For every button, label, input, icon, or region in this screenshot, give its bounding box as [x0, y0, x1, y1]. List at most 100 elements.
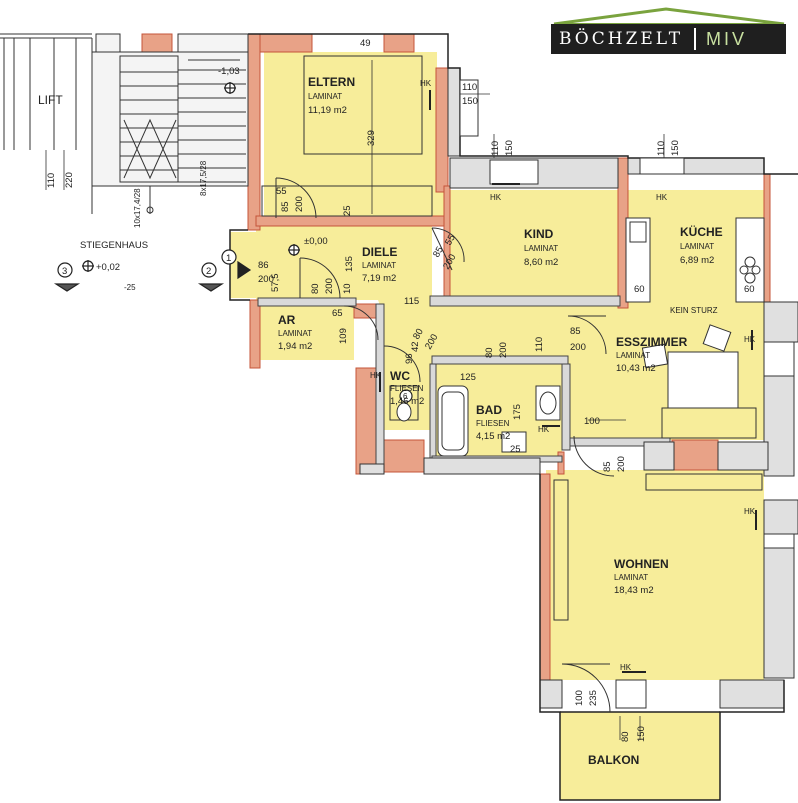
- room-area-kind: 8,60 m2: [524, 257, 558, 268]
- marker-circle-3: [57, 262, 73, 278]
- dim-label: 10: [342, 283, 353, 294]
- stairwell-label: STIEGENHAUS: [80, 240, 148, 251]
- dimension-labels: 49 110 150 329 110 150 110 150 110 220 5…: [46, 38, 755, 742]
- marker-6-label: 6: [403, 392, 408, 401]
- outline: [229, 33, 798, 801]
- room-floor-kueche: LAMINAT: [680, 242, 714, 251]
- room-area-eltern: 11,19 m2: [308, 105, 347, 116]
- dim-label: 85: [570, 326, 581, 337]
- hk-label-wc: HK: [370, 371, 382, 380]
- room-area-wohnen: 18,43 m2: [614, 585, 654, 596]
- floor-eltern: [264, 52, 448, 224]
- hk-label-esszimmer: HK: [744, 335, 756, 344]
- hk-label-bad: HK: [538, 425, 550, 434]
- dim-label: 125: [460, 372, 476, 383]
- dim-label: 55: [276, 186, 287, 197]
- floor-diele: [256, 226, 452, 316]
- marker-3-label: 3: [62, 266, 67, 277]
- hk-label-balkon: HK: [620, 663, 632, 672]
- dim-label: 110: [462, 82, 477, 93]
- dim-label: 110: [534, 337, 545, 352]
- lift-label: LIFT: [38, 93, 63, 107]
- room-floor-bad: FLIESEN: [476, 419, 510, 428]
- dim-label: 85: [602, 461, 613, 472]
- dim-label: 110: [490, 141, 501, 156]
- dim-label: 55: [443, 233, 458, 248]
- room-floor-kind: LAMINAT: [524, 244, 558, 253]
- room-name-eltern: ELTERN: [308, 75, 355, 89]
- room-name-kind: KIND: [524, 227, 554, 241]
- dim-label: 235: [588, 690, 599, 706]
- floor-wohnen: [546, 470, 764, 680]
- dim-label: 80: [411, 327, 426, 342]
- dim-label: 100: [584, 416, 600, 427]
- dim-label: 200: [324, 278, 335, 294]
- dimension-lines: [45, 60, 665, 740]
- radiators: [379, 90, 757, 673]
- elevation-diele: ±0,00: [304, 236, 328, 247]
- floor-kind: [448, 190, 620, 306]
- dim-label: 175: [512, 404, 523, 420]
- room-area-diele: 7,19 m2: [362, 273, 396, 284]
- marker-2-label: 2: [206, 266, 211, 277]
- marker-circle-1: [221, 249, 237, 265]
- room-name-ar: AR: [278, 313, 296, 327]
- dim-label: 150: [670, 140, 681, 156]
- room-floor-eltern: LAMINAT: [308, 92, 342, 101]
- markers: [53, 82, 413, 403]
- dim-label: 150: [636, 726, 647, 742]
- dim-label: 85: [280, 201, 291, 212]
- dim-label: 25: [342, 205, 353, 216]
- dim-label: 96: [404, 353, 415, 364]
- dim-label: 25: [510, 444, 521, 455]
- room-name-kueche: KÜCHE: [680, 224, 723, 239]
- room-name-wohnen: WOHNEN: [614, 557, 669, 571]
- room-labels: ELTERN LAMINAT 11,19 m2 KIND LAMINAT 8,6…: [278, 75, 723, 767]
- dim-label: 150: [462, 96, 478, 107]
- dim-label: 100: [574, 690, 585, 706]
- room-area-esszimmer: 10,43 m2: [616, 363, 656, 374]
- fixtures: [261, 55, 795, 709]
- room-name-esszimmer: ESSZIMMER: [616, 335, 688, 349]
- dim-label: 200: [498, 342, 509, 358]
- marker-circle-6: [399, 389, 413, 403]
- floor-diele-corridor: [430, 306, 570, 366]
- stair-spec-2: 10x17,4/28: [133, 188, 142, 228]
- hk-label-kind: HK: [490, 193, 502, 202]
- room-floor-diele: LAMINAT: [362, 261, 396, 270]
- dim-label: 200: [616, 456, 627, 472]
- hk-label-kueche: HK: [656, 193, 668, 202]
- dim-label: 49: [360, 38, 371, 49]
- stair-spec-1: 8x17,5/28: [199, 160, 208, 196]
- dining-table: [667, 351, 739, 409]
- hk-label-wohnen: HK: [744, 507, 756, 516]
- dim-label: 86: [258, 260, 269, 271]
- room-area-wc: 1,46 m2: [390, 396, 424, 407]
- dim-label: 80: [620, 731, 631, 742]
- room-floor-wc: FLIESEN: [390, 384, 424, 393]
- room-floor-ar: LAMINAT: [278, 329, 312, 338]
- bathtub: [437, 385, 469, 457]
- dim-label: 110: [46, 173, 57, 188]
- elevation-stair: +0,02: [96, 262, 120, 273]
- elevation-top: -1,03: [218, 66, 240, 77]
- room-name-wc: WC: [390, 369, 410, 383]
- dim-label: 110: [656, 141, 667, 156]
- staircase: [0, 33, 249, 214]
- company-logo: BÖCHZELT MIV: [548, 6, 790, 56]
- dim-label: 200: [570, 342, 586, 353]
- dim-label: 65: [332, 308, 343, 319]
- dim-label: 329: [366, 130, 377, 146]
- room-name-balkon: BALKON: [588, 753, 639, 767]
- dim-label: 150: [504, 140, 515, 156]
- dim-label: 200: [258, 274, 274, 285]
- dim-label: 60: [744, 284, 755, 295]
- room-area-bad: 4,15 m2: [476, 431, 510, 442]
- room-name-bad: BAD: [476, 403, 502, 417]
- room-area-kueche: 6,89 m2: [680, 255, 714, 266]
- bed: [303, 55, 423, 155]
- logo-text-left: BÖCHZELT: [559, 29, 684, 49]
- dim-label: 109: [338, 328, 349, 344]
- dim-label: 80: [310, 283, 321, 294]
- dim-label: 115: [404, 296, 419, 307]
